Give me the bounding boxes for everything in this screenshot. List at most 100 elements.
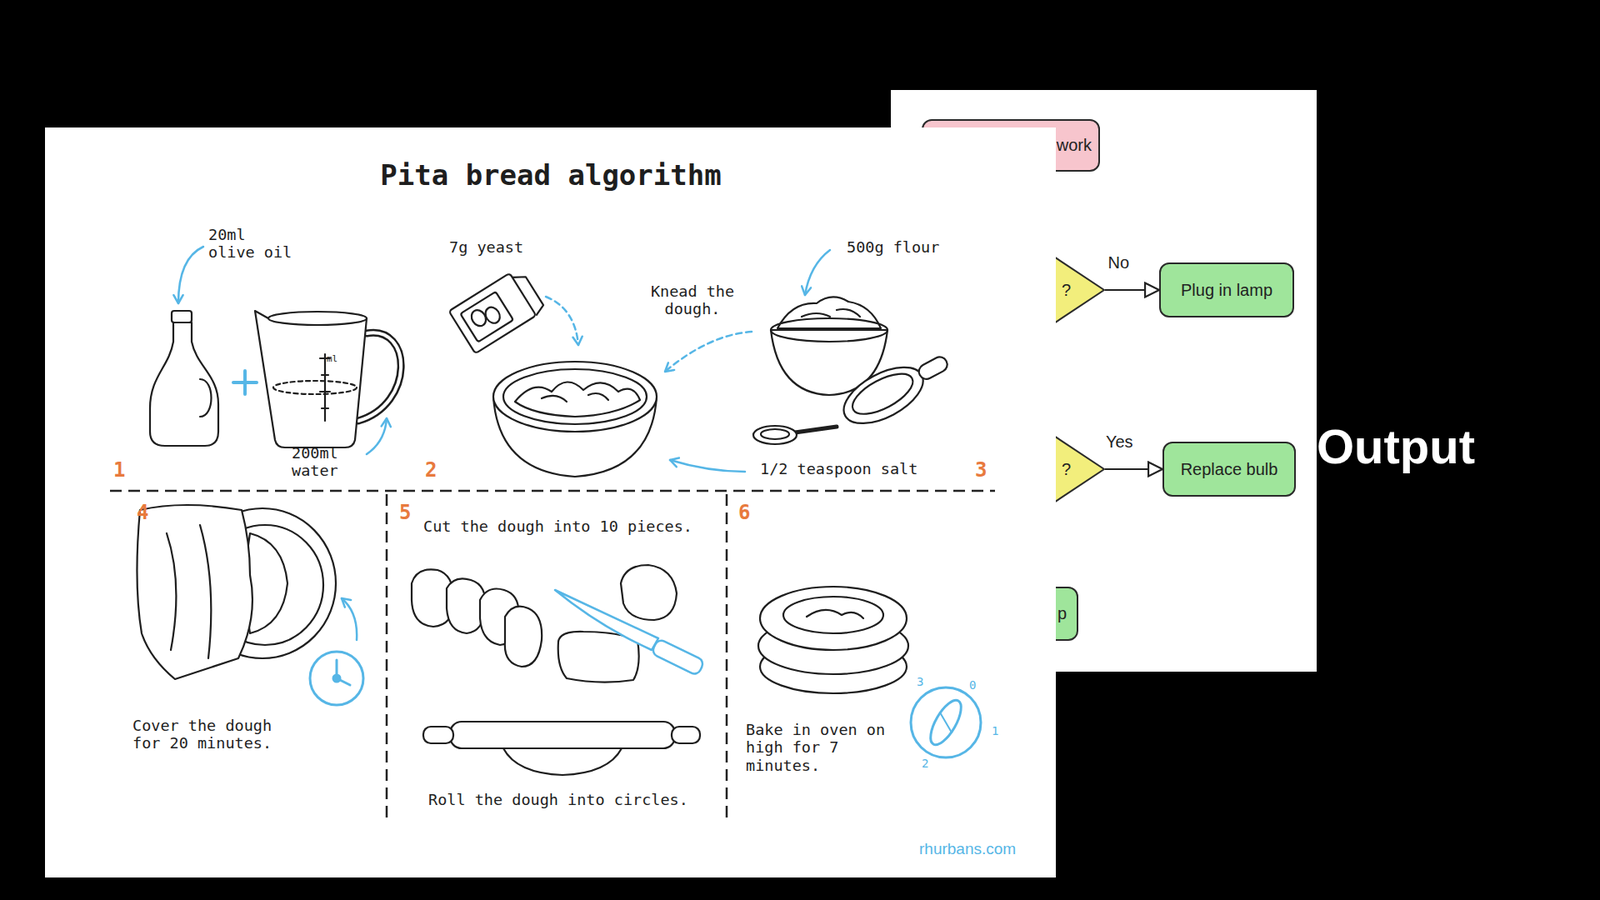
rolling-pin: [671, 726, 700, 744]
mixing-bowl: [493, 361, 657, 432]
panel-divider: [385, 494, 389, 825]
measuring-cup: [268, 311, 367, 325]
dough-pieces: [558, 631, 640, 683]
measuring-cup: [273, 380, 357, 395]
node-text-group: ?: [1061, 280, 1071, 300]
process-box: Replace bulb: [1162, 441, 1296, 497]
node-label: ?: [1061, 280, 1071, 300]
ingredient-arrow: [805, 250, 830, 295]
salt-spoon: [760, 429, 790, 440]
oven-dial: [910, 687, 981, 758]
ingredient-arrow: [366, 418, 387, 455]
olive-oil-bottle: [150, 310, 219, 446]
covered-bowl: [136, 505, 336, 680]
olive-oil-bottle: [171, 310, 192, 323]
step-number: 4: [136, 501, 149, 525]
step-number: 3: [975, 459, 987, 483]
node-text-group: p: [1057, 604, 1067, 624]
ingredient-label: 7g yeast: [449, 238, 524, 256]
mixing-bowl: [515, 381, 640, 417]
dial-number: 2: [921, 756, 929, 770]
yeast-packet: [512, 270, 546, 315]
dough-pieces: [505, 606, 542, 667]
plus-sign: [243, 370, 247, 395]
ingredient-arrow: [665, 331, 752, 372]
process-box: Plug in lamp: [1159, 262, 1295, 318]
node-label: Replace bulb: [1180, 460, 1279, 480]
dough-pieces: [411, 565, 677, 683]
timer-icon: [310, 651, 364, 705]
flour-bowl: [835, 355, 932, 435]
node-label: work: [1056, 135, 1092, 155]
covered-bowl: [166, 525, 211, 659]
salt-spoon: [795, 426, 837, 433]
yeast-packet: [449, 273, 537, 354]
rolling-pin: [450, 721, 675, 749]
step-instruction: Cover the dough for 20 minutes.: [132, 716, 276, 753]
timer-icon: [341, 598, 357, 640]
edge-label: No: [1107, 253, 1130, 273]
step-number: 1: [113, 459, 125, 483]
oven-dial: [910, 687, 981, 758]
panel-divider: [725, 494, 729, 825]
ingredient-arrow: [670, 460, 745, 472]
mixing-bowl: [541, 393, 609, 402]
pita-stack: [760, 586, 907, 650]
timer-icon: [333, 675, 340, 682]
panel-divider: [110, 490, 995, 493]
plus-sign: [233, 370, 257, 395]
pita-stack: [806, 610, 864, 619]
pita-stack: [783, 596, 884, 634]
ingredient-label: 20ml olive oil: [208, 225, 297, 262]
timer-icon: [310, 598, 364, 705]
flour-bowl: [916, 354, 950, 382]
node-label: p: [1057, 604, 1067, 624]
flow-arrow: [1105, 289, 1160, 291]
rolling-pin: [423, 721, 700, 775]
yeast-packet: [460, 291, 514, 342]
step-instruction: Roll the dough into circles.: [428, 790, 689, 809]
olive-oil-bottle: [200, 379, 212, 417]
olive-oil-bottle: [150, 322, 219, 446]
node-label: ?: [1061, 460, 1071, 480]
measuring-cup: [255, 310, 367, 448]
ingredient-label: 200ml water: [291, 444, 344, 480]
node-text-group: Replace bulb: [1180, 460, 1279, 480]
knife: [650, 638, 705, 676]
recipe-card: [45, 127, 1056, 878]
ingredient-label: 500g flour: [846, 238, 940, 256]
edge-label: Yes: [1105, 432, 1134, 452]
dial-number: 3: [916, 675, 924, 689]
knife: [555, 590, 659, 650]
ingredient-arrow: [545, 296, 579, 345]
dough-pieces: [620, 565, 677, 620]
yeast-packet: [449, 266, 547, 354]
flow-arrow: [1105, 468, 1163, 470]
covered-bowl: [136, 505, 252, 680]
section-heading: Output: [1316, 419, 1475, 475]
knife: [555, 590, 705, 676]
ingredient-label: 1/2 teaspoon salt: [760, 460, 918, 478]
yeast-packet: [482, 305, 503, 326]
dial-number: 0: [969, 678, 976, 692]
salt-spoon: [753, 425, 797, 445]
watermark: rhurbans.com: [919, 840, 1016, 859]
step-number: 5: [399, 501, 411, 525]
flour-bowl: [846, 365, 920, 423]
ingredient-arrow: [178, 246, 204, 304]
flour-bowl: [835, 342, 957, 435]
step-number: 6: [738, 501, 750, 525]
flour-bowl: [770, 318, 888, 342]
step-note: Knead the dough.: [644, 282, 741, 319]
panel-divider: [110, 490, 995, 825]
node-text-group: work: [1056, 135, 1092, 155]
step-instruction: Cut the dough into 10 pieces.: [423, 517, 693, 535]
pita-stack: [758, 586, 909, 694]
scale-unit: ml: [326, 354, 338, 365]
mixing-bowl: [503, 369, 647, 425]
yeast-packet: [449, 266, 547, 354]
rolling-pin: [503, 748, 622, 775]
flour-bowl: [770, 296, 957, 435]
